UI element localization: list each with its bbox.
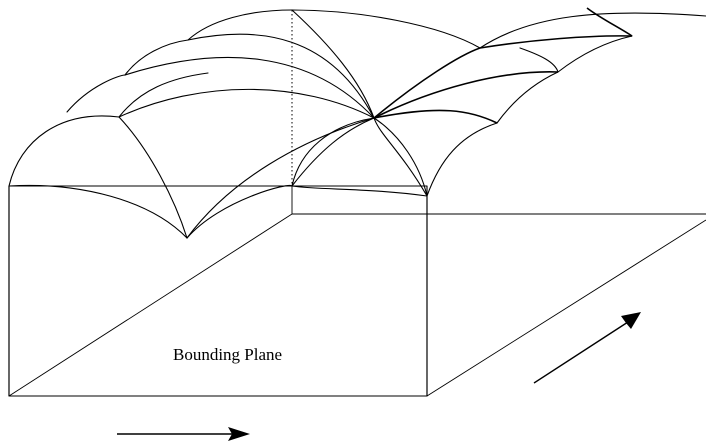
right-ribs: [291, 7, 633, 197]
front-arch-right-fall: [373, 117, 428, 197]
rib-8: [291, 117, 375, 187]
front-arch-base-right: [186, 184, 293, 239]
rib-4: [479, 35, 633, 49]
arrow-bottom-head: [228, 427, 250, 441]
vault-row-2: [124, 56, 375, 119]
rib-5: [586, 7, 633, 37]
arrow-diagonal-head: [621, 312, 641, 329]
vault-ridge-3: [187, 9, 293, 41]
vault-diag-left: [186, 117, 375, 239]
arrow-diagonal-shaft: [533, 321, 629, 384]
front-arch-right-rise: [291, 117, 375, 187]
vault-crown: [291, 9, 481, 49]
plane-diagonal-front: [8, 213, 293, 397]
vault-row-1: [118, 88, 375, 119]
right-bay-arch-3: [557, 35, 633, 73]
vault-ridge-1: [118, 72, 209, 118]
vault-crown-right: [479, 12, 706, 49]
front-arch-right-lower: [291, 185, 428, 197]
bounding-plane: [8, 185, 706, 397]
right-bay-arch-2: [496, 71, 559, 124]
rib-3: [373, 109, 498, 124]
plane-diagonal-right: [426, 219, 706, 397]
front-arch-base-left: [8, 184, 188, 239]
arrow-bottom: [117, 427, 250, 441]
right-bay-arch-1: [426, 122, 498, 197]
rib-6: [519, 47, 559, 73]
front-arch-left: [8, 115, 120, 187]
arrow-diagonal: [533, 312, 641, 384]
box-front-face: [8, 185, 428, 397]
plane-label: Bounding Plane: [173, 345, 282, 364]
rib-2: [373, 71, 559, 119]
vault-meridian: [291, 9, 375, 119]
upper-vaults: [66, 9, 706, 239]
vault-ridge-2: [124, 39, 189, 76]
front-arch-left-descent: [118, 116, 188, 239]
rib-1: [373, 47, 481, 119]
vault-ridge-1-cap: [66, 74, 126, 113]
rib-7: [373, 117, 428, 197]
front-arches: [8, 35, 633, 239]
